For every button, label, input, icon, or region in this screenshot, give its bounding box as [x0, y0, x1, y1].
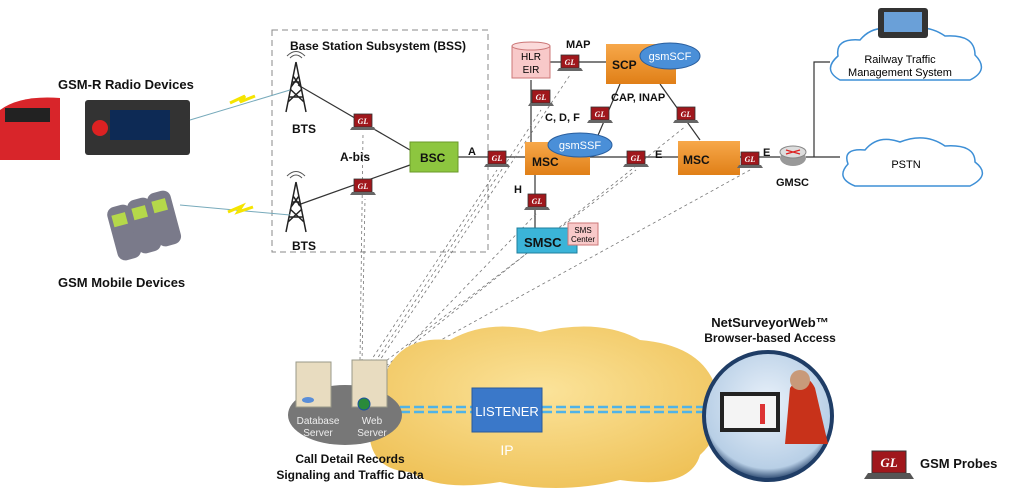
web-server-icon: [351, 359, 388, 408]
pstn-label: PSTN: [891, 159, 920, 171]
sms-center-label: SMS: [574, 226, 591, 235]
gl-probe-icon: [556, 54, 584, 72]
h-interface-label: H: [514, 184, 522, 196]
a-interface-label: A: [468, 146, 476, 158]
gsmr-train-radio-image: [0, 97, 190, 160]
msc-node: [678, 141, 740, 175]
gl-probe-icon: GL: [880, 455, 897, 470]
eir-label: EIR: [523, 65, 540, 76]
gl-probe-icon: [672, 106, 700, 124]
gl-probe-icon: [527, 89, 555, 107]
gsmssf-label: gsmSSF: [559, 140, 601, 152]
bts-tower-icon: [285, 170, 307, 233]
gmsc-label: GMSC: [776, 177, 809, 189]
gsmssf-node: [547, 132, 613, 158]
gl-probe-icon: [349, 113, 377, 131]
gl-probe-icon: [523, 193, 551, 211]
netsurveyor-title: NetSurveyorWeb™: [711, 315, 829, 330]
bts-label: BTS: [292, 122, 316, 136]
ip-label: IP: [500, 442, 513, 458]
cdf-label: C, D, F: [545, 112, 580, 124]
bts-label: BTS: [292, 239, 316, 253]
web-server-label: Server: [357, 428, 387, 439]
msc-label: MSC: [532, 155, 559, 169]
gl-probe-icon: [483, 150, 511, 168]
hlr-label: HLR: [521, 52, 541, 63]
wireless-signal-icon: [229, 94, 256, 105]
gl-probe-icon: [349, 178, 377, 196]
cdr-caption: Signaling and Traffic Data: [276, 468, 424, 482]
bsc-node: [409, 141, 459, 173]
globe-icon: [357, 397, 371, 411]
gl-probe-icon: [622, 150, 650, 168]
e-interface-label: E: [763, 147, 770, 159]
bss-boundary: [271, 29, 489, 253]
wireless-signal-icon: [227, 202, 254, 215]
database-server-label: Database: [297, 416, 340, 427]
legend: GL GSM Probes: [864, 450, 997, 479]
gl-probe-icon: [736, 151, 764, 169]
gl-probe-icon: [586, 106, 614, 124]
legend-label: GSM Probes: [920, 456, 997, 471]
gsmscf-node: [639, 42, 701, 70]
web-server-label: Web: [362, 416, 383, 427]
map-label: MAP: [566, 39, 590, 51]
ip-link: [400, 405, 704, 414]
bss-title: Base Station Subsystem (BSS): [290, 39, 466, 53]
gl-probes: [349, 54, 764, 211]
gsm-mobile-devices-label: GSM Mobile Devices: [58, 275, 185, 290]
cdr-caption: Call Detail Records: [295, 452, 405, 466]
gsmscf-label: gsmSCF: [649, 51, 692, 63]
e-interface-label: E: [655, 149, 662, 161]
listener-node: [471, 387, 543, 433]
pstn-cloud: PSTN: [842, 137, 984, 187]
sms-center-label: Center: [571, 235, 595, 244]
gsmr-devices-label: GSM-R Radio Devices: [58, 77, 194, 92]
netsurveyor-subtitle: Browser-based Access: [704, 331, 836, 345]
smsc-label: SMSC: [524, 235, 562, 250]
bts-tower-icon: [285, 50, 307, 113]
railway-cloud: Railway Traffic Management System: [829, 8, 983, 81]
scp-label: SCP: [612, 58, 637, 72]
bsc-label: BSC: [420, 151, 446, 165]
railway-label: Railway Traffic: [864, 54, 936, 66]
smsc-node: [516, 227, 578, 254]
database-server-label: Server: [303, 428, 333, 439]
abis-label: A-bis: [340, 150, 370, 164]
mobile-phones-image: [107, 190, 182, 261]
railway-label: Management System: [848, 67, 952, 79]
sms-center-database: [567, 222, 599, 246]
listener-label: LISTENER: [475, 404, 539, 419]
msc-label: MSC: [683, 153, 710, 167]
cap-inap-label: CAP, INAP: [611, 92, 665, 104]
